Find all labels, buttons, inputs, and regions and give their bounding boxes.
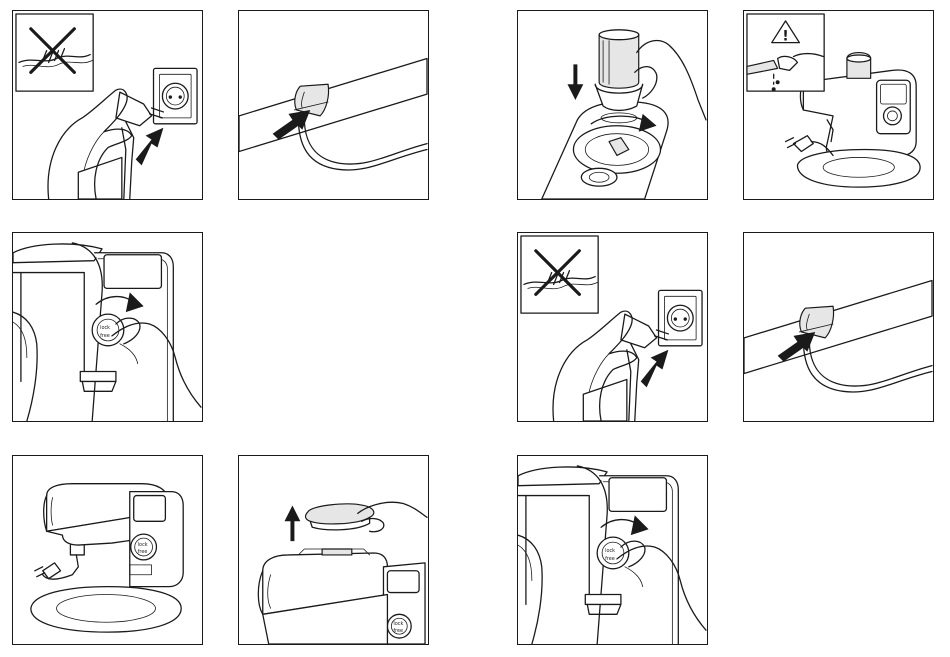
knob-label-lock: lock — [605, 548, 615, 554]
warning-do-not-immerse-icon: ! — [744, 11, 933, 199]
panel-cord-holder-2 — [743, 232, 934, 422]
panel-attach-accessory — [517, 10, 708, 200]
panel-appliance: lock free — [12, 455, 203, 645]
unplug-plug-from-socket-icon — [13, 11, 202, 199]
panel-knob-turn: lock free — [12, 232, 203, 422]
knob-label-free: free — [393, 628, 403, 634]
appliance-overview-icon: lock free — [13, 456, 202, 644]
knob-label-lock: lock — [393, 621, 403, 627]
panel-cord-holder — [238, 10, 429, 200]
knob-label-free: free — [605, 556, 615, 562]
attach-accessory-rotate-icon — [518, 11, 707, 199]
turn-knob-clockwise-icon: lock free — [13, 233, 202, 421]
knob-label-free: free — [100, 333, 110, 339]
knob-label-lock: lock — [100, 325, 110, 331]
knob-label-free: free — [138, 549, 148, 555]
unplug-plug-from-socket-icon — [518, 233, 707, 421]
panel-warning: ! — [743, 10, 934, 200]
lift-cover-upward-icon: lock free — [239, 456, 428, 644]
knob-label-lock: lock — [138, 542, 148, 548]
panel-unplug-2 — [517, 232, 708, 422]
panel-unplug — [12, 10, 203, 200]
cord-into-cord-holder-icon — [239, 11, 428, 199]
warning-symbol: ! — [782, 29, 788, 45]
cord-into-cord-holder-icon — [744, 233, 933, 421]
turn-knob-clockwise-icon: lock free — [518, 456, 707, 644]
panel-lift-cover: lock free — [238, 455, 429, 645]
panel-knob-turn-2: lock free — [517, 455, 708, 645]
